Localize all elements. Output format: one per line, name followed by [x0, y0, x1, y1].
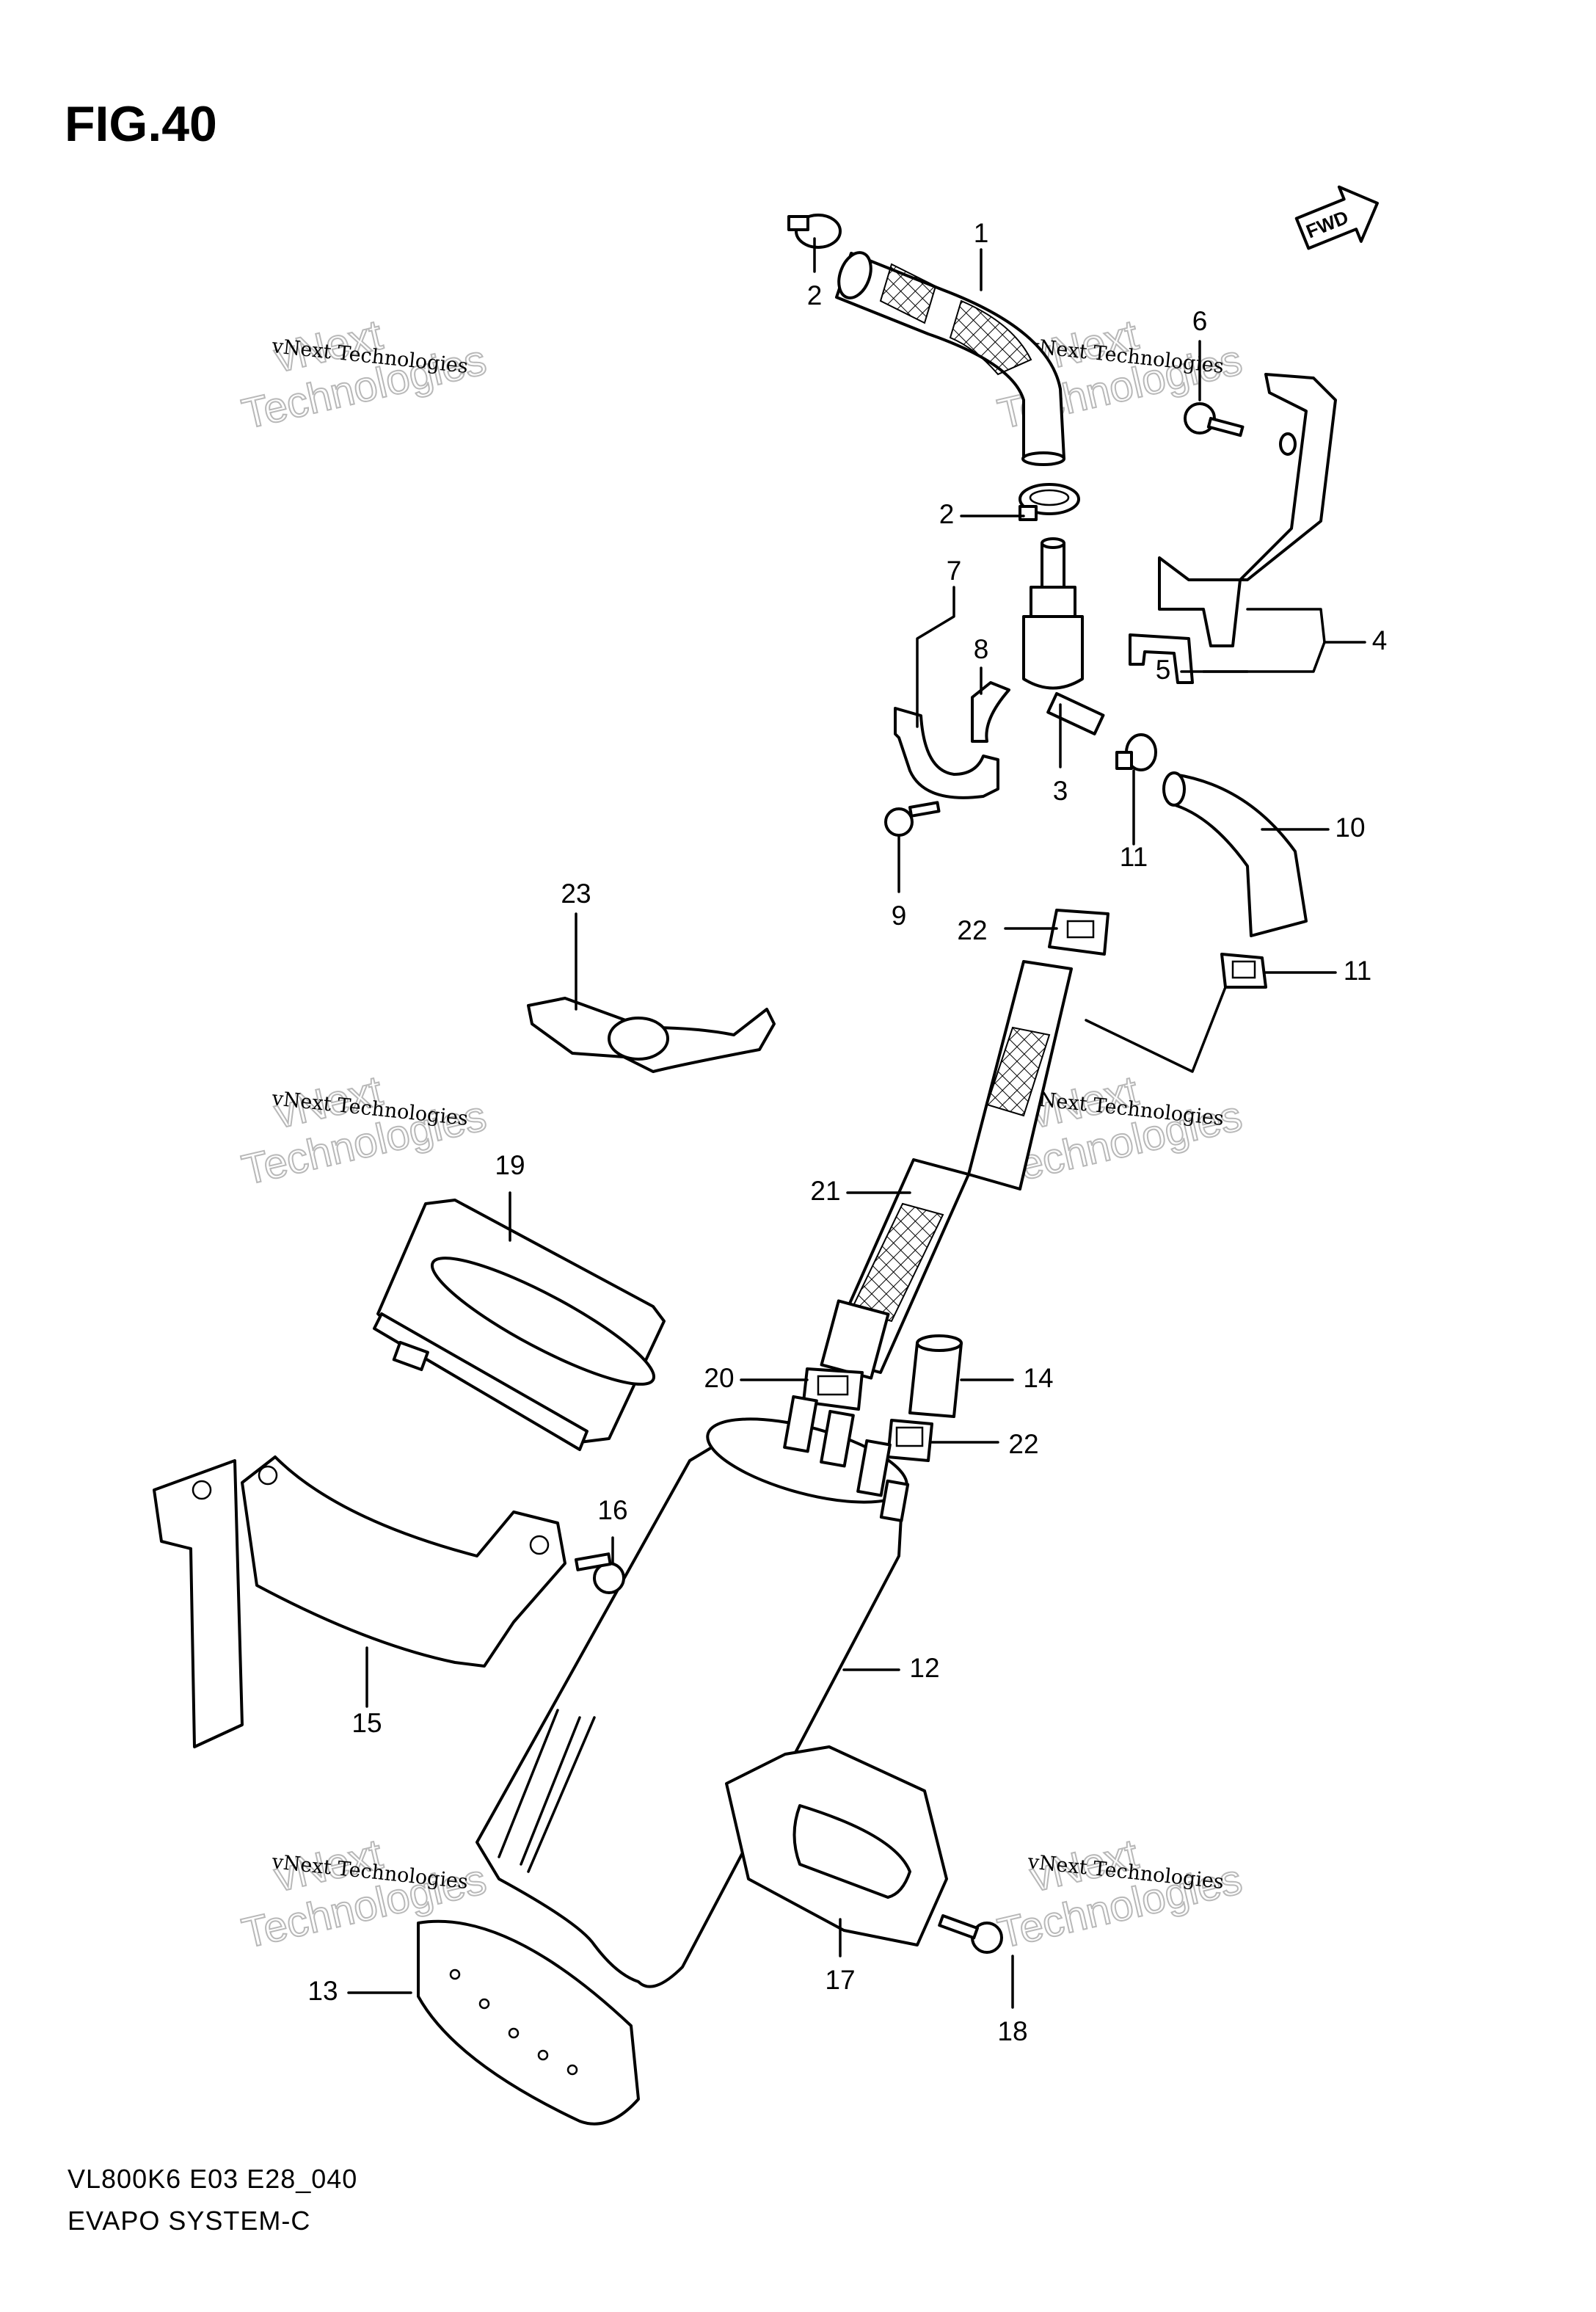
callout-18: 18: [997, 2016, 1027, 2046]
bolt-part-16: [574, 1552, 625, 1594]
figure-title: FIG.40: [65, 96, 217, 152]
canister-part-12: [475, 1395, 910, 1988]
forward-marker: FWD: [1294, 185, 1379, 250]
bracket-part-4: [1158, 373, 1337, 647]
end-cap-part-13: [417, 1919, 640, 2126]
hose-clamp-part-2-mid: [1019, 483, 1080, 521]
callout-2-mid: 2: [939, 499, 955, 529]
clip-part-11-bottom: [1220, 953, 1267, 989]
clip-part-20: [802, 1367, 864, 1411]
callout-10: 10: [1335, 813, 1365, 843]
model-code: VL800K6 E03 E28_040: [68, 2164, 358, 2194]
clamp-bracket-part-7: [894, 681, 1010, 799]
filter-part-19: [373, 1199, 666, 1451]
strap-part-17: [725, 1745, 948, 1946]
callout-22-top: 22: [957, 915, 987, 945]
screw-part-18: [938, 1914, 1003, 1954]
callout-3: 3: [1053, 776, 1068, 806]
callout-21: 21: [810, 1176, 840, 1206]
callout-23: 23: [561, 879, 591, 909]
callout-16: 16: [597, 1495, 627, 1525]
callout-17: 17: [825, 1965, 855, 1995]
callout-14: 14: [1023, 1363, 1053, 1393]
callout-4: 4: [1372, 625, 1388, 655]
clamp-part-23: [527, 997, 776, 1073]
clip-part-22-bottom: [886, 1419, 933, 1462]
callout-22-bottom: 22: [1008, 1429, 1038, 1459]
callout-2-top: 2: [807, 280, 823, 310]
section-name: EVAPO SYSTEM-C: [68, 2206, 311, 2236]
callout-11-bottom: 11: [1344, 956, 1371, 986]
callout-13: 13: [307, 1976, 338, 2006]
callout-8: 8: [974, 634, 989, 664]
callout-20: 20: [704, 1363, 734, 1393]
callout-12: 12: [909, 1653, 939, 1683]
callout-5: 5: [1156, 655, 1171, 685]
callout-labels: 1 2 2 3 4 5 6 7 8 9 10 11 11 12 13 14 15…: [307, 218, 1387, 2046]
callout-11-top: 11: [1120, 842, 1148, 872]
valve-part-3: [1022, 537, 1105, 735]
screw-part-9: [884, 801, 941, 837]
callout-15: 15: [351, 1708, 382, 1738]
arrow-right-icon: [1294, 185, 1379, 250]
hose-part-1: [835, 251, 1065, 466]
leader-lines: [347, 237, 1366, 2009]
callout-6: 6: [1192, 306, 1208, 336]
callout-9: 9: [892, 901, 907, 931]
hose-clamp-part-2-top: [787, 214, 842, 249]
sleeve-part-14: [908, 1334, 963, 1418]
callout-19: 19: [495, 1150, 525, 1180]
callout-1: 1: [974, 218, 989, 248]
clip-part-22-top: [1048, 909, 1109, 956]
bracket-part-15: [153, 1455, 566, 1748]
hose-part-21: [820, 960, 1073, 1380]
callout-7: 7: [947, 556, 962, 586]
hose-part-10: [1162, 771, 1308, 937]
clip-part-5: [1129, 633, 1194, 684]
bolt-part-6: [1184, 402, 1245, 437]
clip-part-11-top: [1115, 733, 1157, 771]
